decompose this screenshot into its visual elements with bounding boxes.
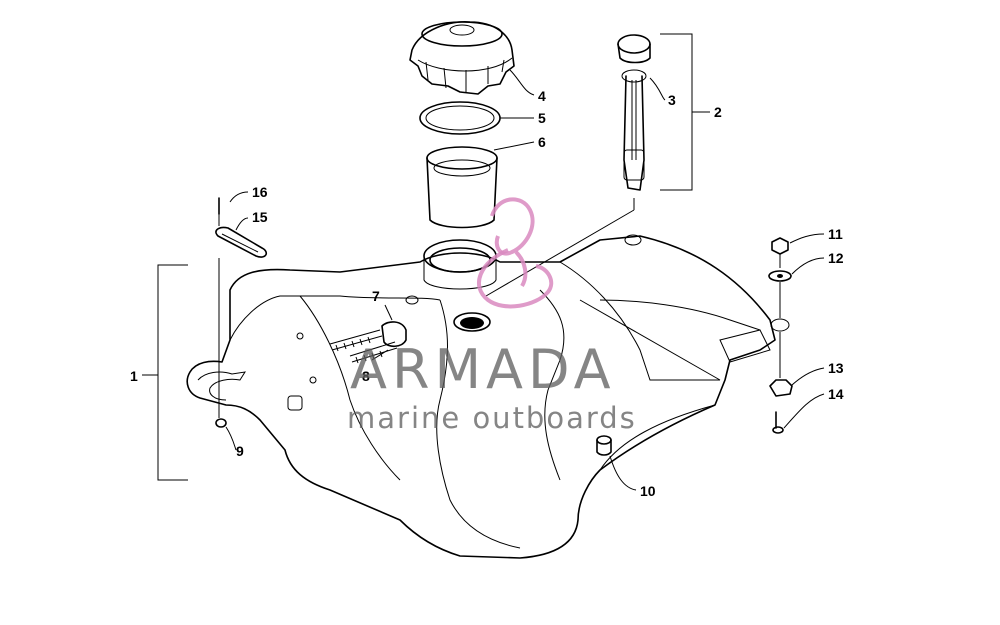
callout-9: 9 — [236, 443, 244, 459]
filler-strainer — [426, 146, 498, 229]
callout-3: 3 — [668, 92, 676, 108]
fuel-cap — [409, 20, 515, 95]
armada-logo-icon — [476, 197, 554, 309]
gasket-ring — [419, 101, 501, 135]
callout-8: 8 — [362, 368, 370, 384]
callout-16: 16 — [252, 184, 268, 200]
callout-10: 10 — [640, 483, 656, 499]
callout-12: 12 — [828, 250, 844, 266]
callout-4: 4 — [538, 88, 546, 104]
callout-6: 6 — [538, 134, 546, 150]
small-nut — [215, 418, 227, 428]
fuel-gauge-sender — [617, 34, 651, 191]
right-mounting-hardware — [768, 237, 793, 434]
callout-14: 14 — [828, 386, 844, 402]
watermark: ARMADA marine outboards — [347, 197, 637, 435]
watermark-tagline: marine outboards — [347, 401, 637, 435]
grommet — [596, 435, 612, 456]
leader-lines — [142, 33, 825, 491]
callout-7: 7 — [372, 288, 380, 304]
callout-labels: 1 2 3 4 5 6 7 8 9 10 11 12 13 14 15 16 — [130, 88, 844, 499]
callout-5: 5 — [538, 110, 546, 126]
fuel-tank-body — [186, 234, 790, 559]
callout-11: 11 — [828, 226, 843, 242]
bolts — [329, 321, 407, 364]
callout-2: 2 — [714, 104, 722, 120]
watermark-brand: ARMADA — [350, 338, 616, 401]
callout-15: 15 — [252, 209, 268, 225]
strap-and-pin — [215, 197, 268, 418]
callout-1: 1 — [130, 368, 138, 384]
callout-13: 13 — [828, 360, 844, 376]
